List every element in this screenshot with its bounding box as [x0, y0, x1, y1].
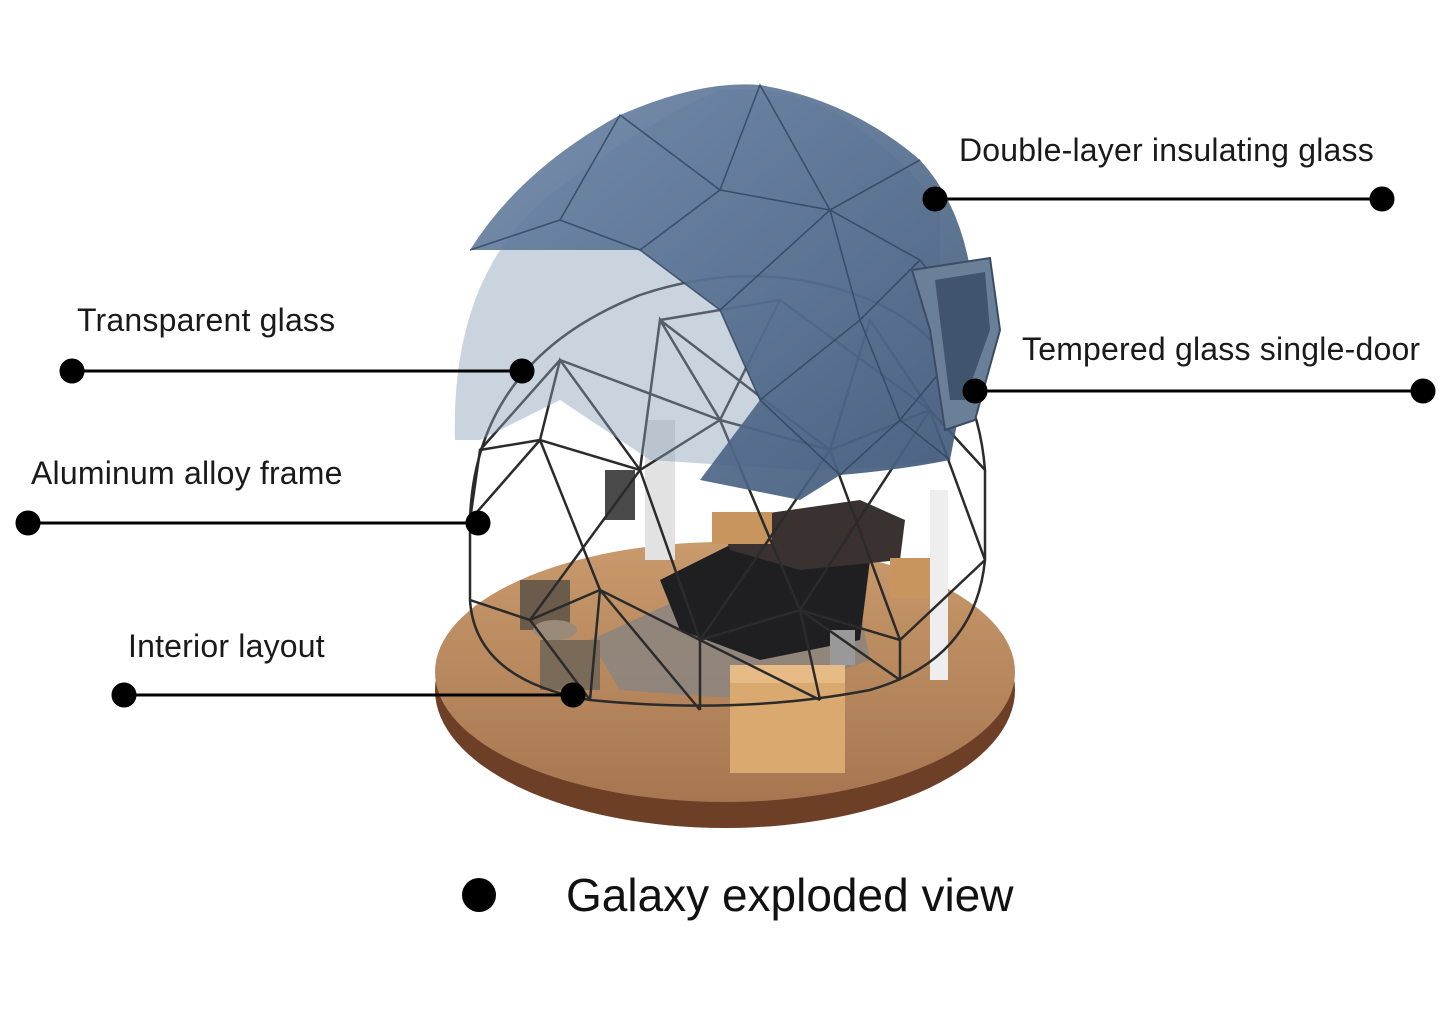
interior-furniture [520, 420, 948, 773]
leader-dot-interior-end [560, 682, 586, 708]
label-transparent-glass: Transparent glass [77, 302, 336, 338]
leader-dot-frame-start [15, 510, 41, 536]
leader-dot-tempered-start [962, 378, 988, 404]
callout-leaders [15, 186, 1436, 708]
label-tempered-door: Tempered glass single-door [1022, 331, 1421, 367]
insulating-glass [469, 83, 1002, 500]
leader-dot-interior-start [111, 682, 137, 708]
caption-bullet-icon [462, 878, 496, 912]
label-aluminum-frame: Aluminum alloy frame [31, 455, 343, 491]
leader-dot-transparent-end [509, 358, 535, 384]
label-interior-layout: Interior layout [128, 628, 325, 664]
leader-dot-transparent-start [59, 358, 85, 384]
leader-dot-double-start [922, 186, 948, 212]
leader-dot-tempered-end [1410, 378, 1436, 404]
diagram-caption: Galaxy exploded view [462, 868, 1013, 922]
leader-dot-frame-end [465, 510, 491, 536]
label-double-layer-glass: Double-layer insulating glass [959, 132, 1374, 168]
leader-dot-double-end [1369, 186, 1395, 212]
caption-text: Galaxy exploded view [566, 869, 1014, 921]
